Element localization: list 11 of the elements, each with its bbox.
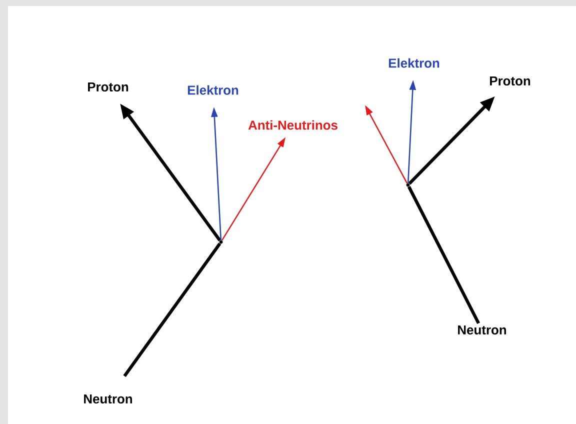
- particle-label: Proton: [88, 82, 128, 92]
- particle-label: Elektron: [188, 85, 238, 95]
- vertex-point: [219, 240, 223, 244]
- particle-label: Anti-Neutrinos: [248, 120, 338, 130]
- particle-label: Proton: [490, 76, 530, 86]
- particle-label: Neutron: [84, 394, 132, 404]
- particle-track: [407, 186, 480, 324]
- particle-track: [123, 242, 222, 377]
- particle-label: Elektron: [388, 58, 440, 68]
- vertex-point: [406, 183, 410, 187]
- particle-label: Neutron: [458, 326, 506, 335]
